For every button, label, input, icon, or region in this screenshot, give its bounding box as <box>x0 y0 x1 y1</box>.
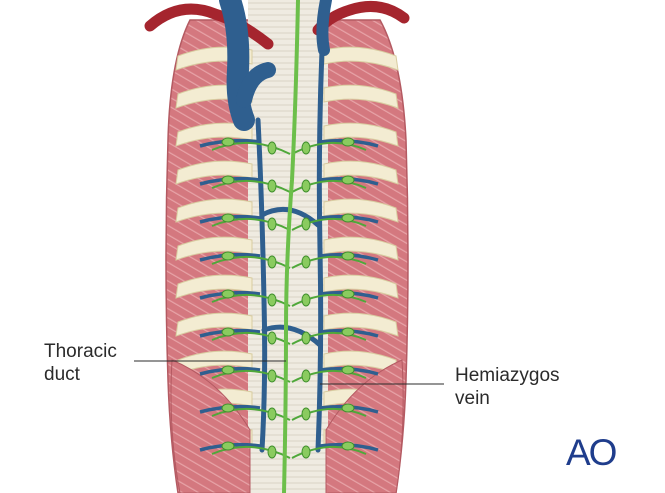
lymph-vessel <box>291 179 367 193</box>
lymph-node <box>341 137 355 147</box>
lymph-vessel <box>291 217 367 231</box>
lymph-node <box>221 175 235 185</box>
ao-logo: AO <box>566 432 617 473</box>
lymph-nodes <box>221 137 355 459</box>
lymph-node <box>301 331 311 345</box>
lymph-vessel <box>291 141 367 155</box>
lymph-node <box>221 251 235 261</box>
lymph-node <box>221 213 235 223</box>
lymph-node <box>341 175 355 185</box>
lymph-node <box>301 255 311 269</box>
lymph-node <box>267 407 277 421</box>
hemiazygos-vein-label: Hemiazygos vein <box>455 365 560 409</box>
lymph-node <box>267 179 277 193</box>
lymph-node <box>301 217 311 231</box>
lymph-node <box>341 403 355 413</box>
lymph-vessel <box>211 407 291 421</box>
lymph-node <box>267 217 277 231</box>
lymph-vessel <box>291 407 367 421</box>
lymph-vessel <box>211 141 291 155</box>
lymph-vessel <box>291 369 367 383</box>
lymph-node <box>341 213 355 223</box>
veins <box>219 0 332 453</box>
lymph-node <box>221 365 235 375</box>
rib-right <box>323 84 399 109</box>
lymph-vessel <box>211 369 291 383</box>
lymph-node <box>301 445 311 459</box>
lymph-node <box>221 137 235 147</box>
lymph-node <box>267 293 277 307</box>
lymph-vessel <box>211 217 291 231</box>
lymph-vessel <box>291 331 367 345</box>
left-crus-muscle <box>170 359 251 493</box>
lymph-node <box>221 441 235 451</box>
lymph-node <box>267 445 277 459</box>
lymph-vessel <box>211 445 291 459</box>
lymph-node <box>301 293 311 307</box>
lymph-node <box>221 289 235 299</box>
lymph-node <box>341 289 355 299</box>
lymph-vessel <box>211 293 291 307</box>
lymph-node <box>341 251 355 261</box>
lymph-vessel <box>291 293 367 307</box>
thoracic-duct <box>282 0 300 493</box>
lymph-node <box>341 441 355 451</box>
lymphatic-vessels <box>211 141 367 459</box>
rib-right <box>323 46 399 71</box>
lymph-vessel <box>211 331 291 345</box>
lymph-node <box>341 365 355 375</box>
right-crus-muscle <box>325 359 404 493</box>
lymph-node <box>341 327 355 337</box>
lymph-node <box>301 141 311 155</box>
lymph-node <box>221 403 235 413</box>
lymph-vessel <box>211 179 291 193</box>
lymph-node <box>301 407 311 421</box>
lymph-node <box>267 369 277 383</box>
lymph-vessel <box>291 445 367 459</box>
lymph-node <box>301 179 311 193</box>
lymph-vessel <box>291 255 367 269</box>
lymph-node <box>267 331 277 345</box>
lymph-node <box>301 369 311 383</box>
thoracic-duct-label: Thoracic duct <box>44 341 117 385</box>
lymph-node <box>267 255 277 269</box>
lymph-vessel <box>211 255 291 269</box>
lymph-node <box>267 141 277 155</box>
lymph-node <box>221 327 235 337</box>
